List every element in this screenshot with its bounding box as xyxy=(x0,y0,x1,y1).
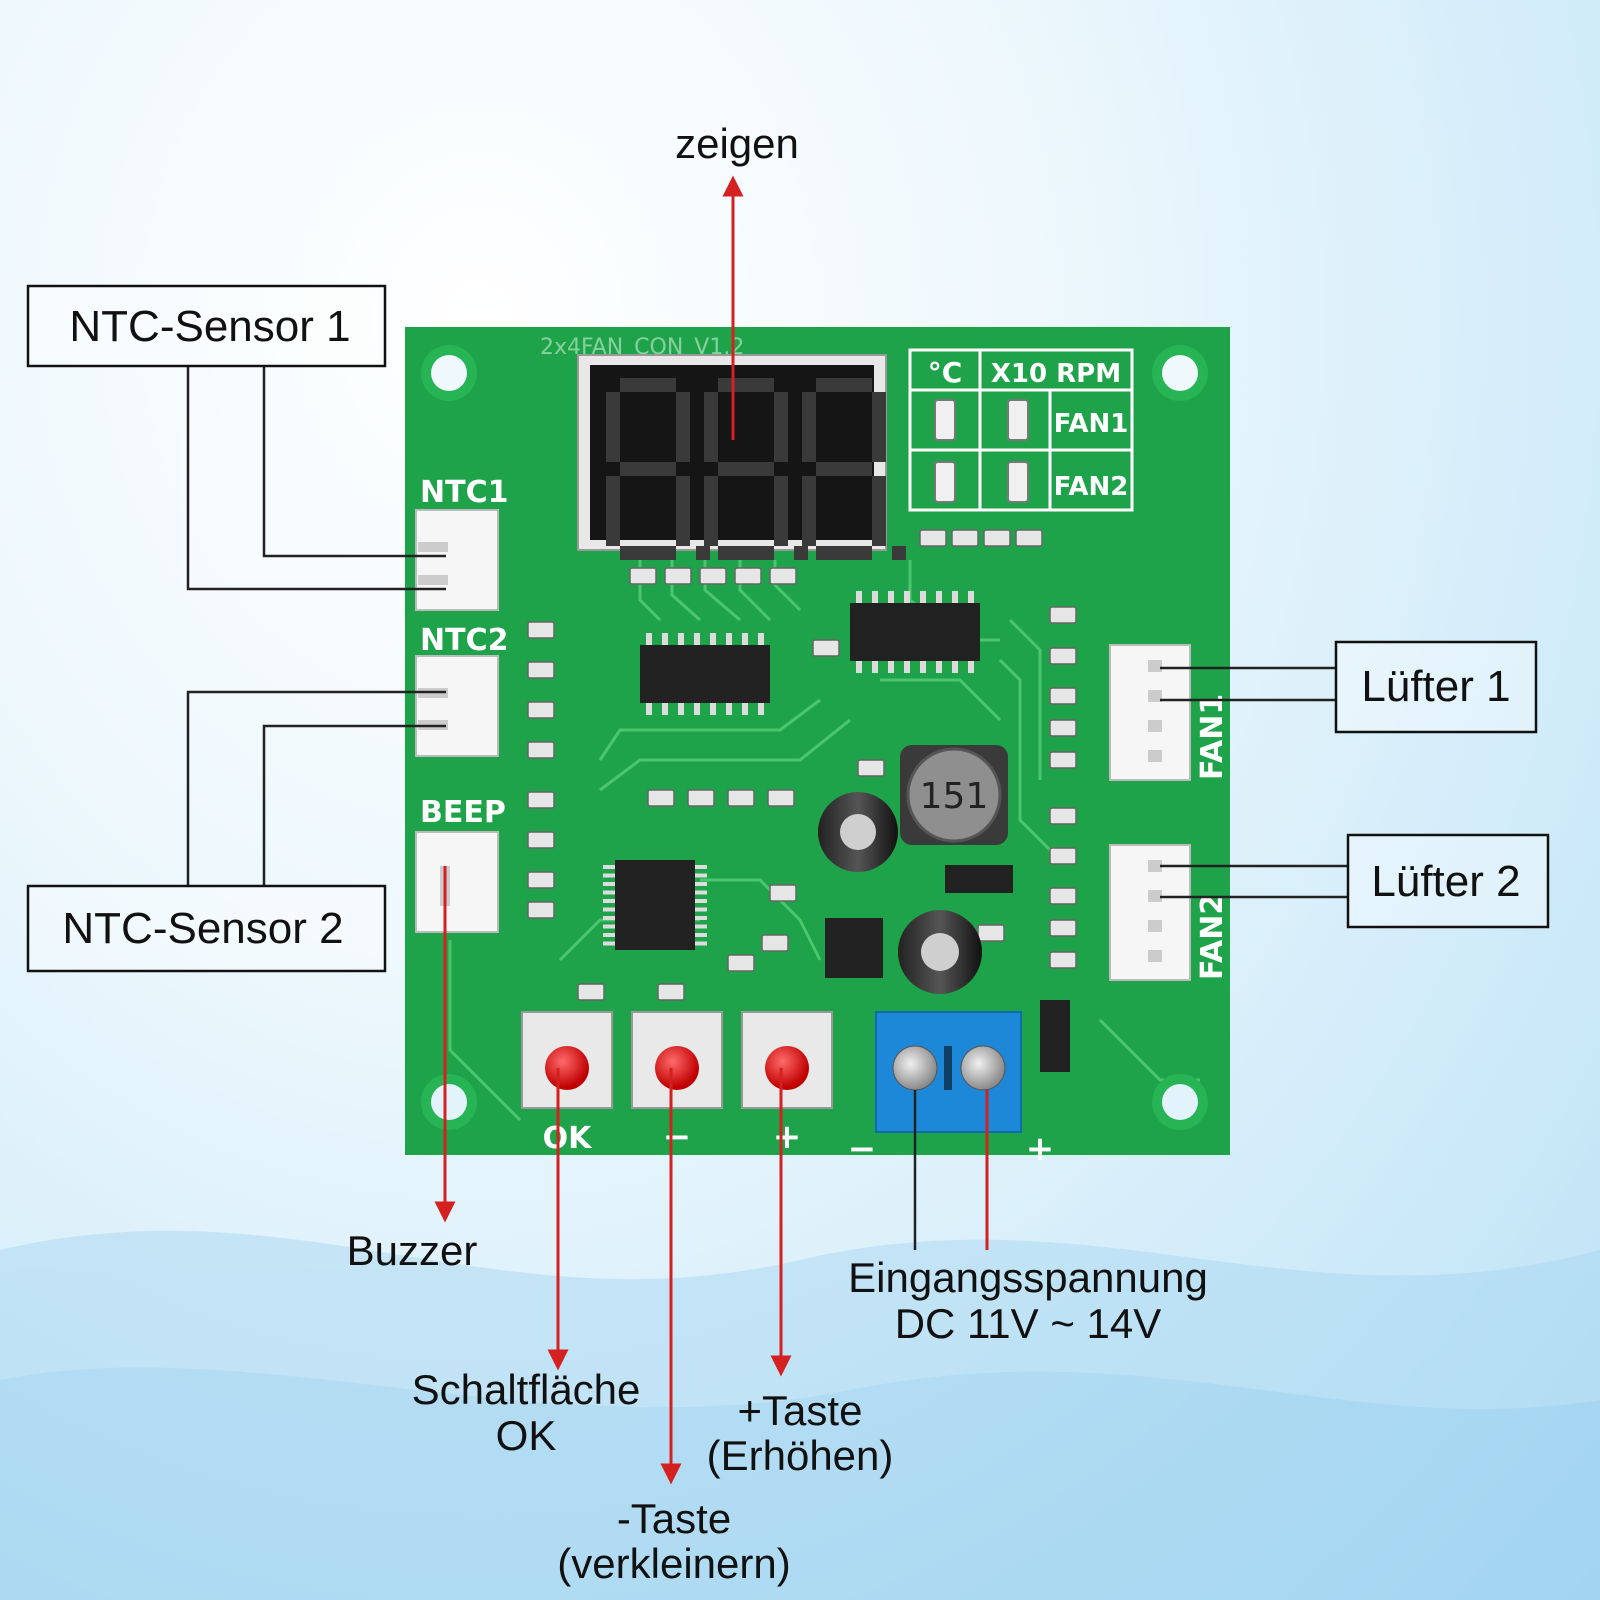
ic-left xyxy=(640,633,770,715)
ic-right xyxy=(850,591,980,673)
ntc2-silk-label: NTC2 xyxy=(420,623,508,658)
callout-labels: zeigen NTC-Sensor 1 NTC-Sensor 2 Lüfter … xyxy=(26,120,1550,1587)
button-plus[interactable]: + xyxy=(741,1011,833,1157)
ntc-sensor-1-box xyxy=(26,284,387,368)
minus-button-callout-line2: (verkleinern) xyxy=(557,1540,790,1587)
indicator-leds xyxy=(934,399,1029,503)
ic-mcu xyxy=(603,860,707,950)
terminal-screw-plus xyxy=(960,1045,1006,1091)
indicator-rpm-label: X10 RPM xyxy=(991,359,1121,389)
display-callout: zeigen xyxy=(675,120,799,167)
display-digits xyxy=(606,378,906,560)
connector-ntc1: NTC1 xyxy=(415,475,508,611)
pcb-traces xyxy=(448,560,1200,1122)
callout-lines xyxy=(186,366,1348,1250)
ic-regulator xyxy=(825,918,883,978)
fan-2-callout: Lüfter 2 xyxy=(1371,857,1520,906)
ok-button-callout-line1: Schaltfläche xyxy=(412,1366,641,1413)
display-digits-text: 8.8.8. xyxy=(730,534,734,536)
ok-button-callout-line2: OK xyxy=(496,1412,557,1459)
pcb-board: 2x4FAN_CON_V1.2 8.8.8. °C X10 RPM FAN1 F… xyxy=(405,327,1230,1169)
button-minus[interactable]: − xyxy=(631,1011,723,1157)
inductor: 151 xyxy=(900,745,1008,845)
ntc-sensor-1-callout: NTC-Sensor 1 xyxy=(69,302,350,351)
connector-fan2: FAN2 xyxy=(1109,844,1230,981)
plus-button-callout-line1: +Taste xyxy=(738,1387,863,1434)
fan1-silk-label: FAN1 xyxy=(1195,694,1230,780)
smd-components xyxy=(527,529,1077,1001)
input-voltage-callout-line1: Eingangsspannung xyxy=(848,1254,1208,1301)
beep-silk-label: BEEP xyxy=(420,795,506,830)
mounting-holes xyxy=(421,345,1208,1130)
terminal-plus-silk: + xyxy=(1026,1129,1055,1169)
power-terminal-block: − + xyxy=(848,1011,1055,1169)
ntc1-leader-2 xyxy=(262,366,446,558)
button-ok-silk: OK xyxy=(543,1121,594,1156)
seven-segment-display: 8.8.8. xyxy=(577,354,906,560)
terminal-screw-minus xyxy=(892,1045,938,1091)
ntc2-leader xyxy=(186,690,446,886)
ntc1-silk-label: NTC1 xyxy=(420,475,508,510)
fan-1-box xyxy=(1334,640,1538,734)
indicator-fan1-label: FAN1 xyxy=(1054,409,1129,439)
indicator-celsius-label: °C xyxy=(928,356,963,389)
fan-1-callout: Lüfter 1 xyxy=(1361,662,1510,711)
connector-beep: BEEP xyxy=(415,795,506,933)
input-voltage-callout-line2: DC 11V ~ 14V xyxy=(895,1300,1162,1347)
inductor-marking: 151 xyxy=(920,776,989,817)
diode-top xyxy=(945,865,1013,893)
ntc-sensor-2-box xyxy=(26,884,387,973)
plus-button-callout-line2: (Erhöhen) xyxy=(707,1432,894,1479)
callout-arrows xyxy=(434,175,989,1485)
indicator-fan2-label: FAN2 xyxy=(1054,472,1129,502)
fan-2-box xyxy=(1346,833,1550,929)
terminal-minus-silk: − xyxy=(848,1129,877,1169)
fan2-silk-label: FAN2 xyxy=(1195,894,1230,980)
indicator-panel: °C X10 RPM FAN1 FAN2 xyxy=(908,348,1134,512)
ntc2-leader-2 xyxy=(262,724,446,886)
button-plus-silk: + xyxy=(773,1117,802,1157)
ntc-sensor-2-callout: NTC-Sensor 2 xyxy=(62,904,343,953)
ntc1-leader xyxy=(186,366,446,591)
buzzer-callout: Buzzer xyxy=(347,1227,478,1274)
button-minus-silk: − xyxy=(663,1117,692,1157)
connector-ntc2: NTC2 xyxy=(415,623,508,757)
ic-chips xyxy=(603,591,1070,1072)
button-ok[interactable]: OK xyxy=(521,1011,613,1156)
diode-right xyxy=(1040,1000,1070,1072)
background-waves xyxy=(0,1230,1600,1600)
connector-fan1: FAN1 xyxy=(1109,644,1230,781)
minus-button-callout-line1: -Taste xyxy=(617,1495,731,1542)
electrolytic-capacitors xyxy=(818,792,982,994)
